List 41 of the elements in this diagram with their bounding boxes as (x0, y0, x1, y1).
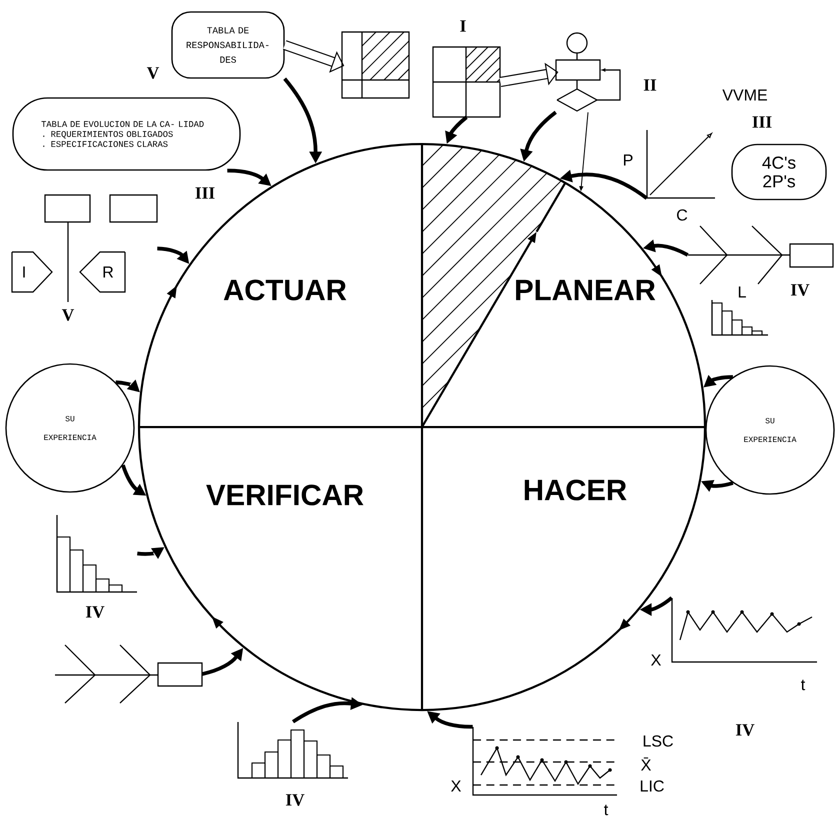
matrix-drawing (341, 31, 410, 99)
rounded-box: TABLA DE EVOLUCION DE LA CA- LIDAD . REQUERIMIENTOS OBLIGADOS . ESPECIFICACIONES CLARAS (12, 97, 241, 171)
axis-label: I (23, 266, 25, 278)
axis-label: LIC (640, 780, 664, 792)
graph-drawing (646, 130, 715, 199)
quadrant-label: ACTUAR (224, 280, 346, 300)
axis-label: C (677, 209, 688, 221)
flowchart-drawing (555, 32, 621, 112)
axis-label: L (738, 286, 746, 298)
quadrant-label: HACER (524, 480, 627, 500)
roman-numeral: V (62, 309, 74, 321)
pareto-chart-drawing (711, 300, 768, 336)
roman-numeral: II (644, 79, 656, 91)
axis-label: X (651, 654, 661, 666)
arrow (499, 62, 558, 87)
axis-label: X̄ (641, 757, 651, 771)
quadrant-label: PLANEAR (516, 280, 656, 300)
rounded-box: TABLA DE RESPONSABILIDA- DES (171, 11, 285, 79)
roman-numeral: IV (736, 724, 754, 736)
roman-numeral: I (460, 20, 466, 32)
roman-numeral: III (752, 116, 772, 128)
quadrant-label: VERIFICAR (206, 484, 364, 506)
axis-label: VVME (722, 90, 767, 100)
roman-numeral: IV (790, 284, 810, 296)
pareto-chart-drawing (56, 515, 137, 593)
roman-numeral: IV (286, 794, 304, 806)
histogram-drawing (237, 722, 348, 779)
axis-label: LSC (644, 735, 673, 747)
trend-chart-drawing (671, 598, 817, 663)
roman-numeral: IV (86, 606, 104, 618)
control-chart-drawing (472, 727, 617, 796)
fishbone-drawing (688, 226, 834, 284)
boxes-drawing (11, 194, 158, 302)
axis-label: R (104, 266, 114, 278)
fishbone-drawing (55, 644, 203, 704)
roman-numeral: III (195, 187, 215, 199)
rounded-box: 4C's 2P's (731, 144, 827, 200)
axis-label: t (801, 680, 806, 690)
roman-numeral: V (146, 67, 160, 79)
matrix-drawing (432, 46, 501, 118)
axis-label: P (624, 154, 632, 166)
